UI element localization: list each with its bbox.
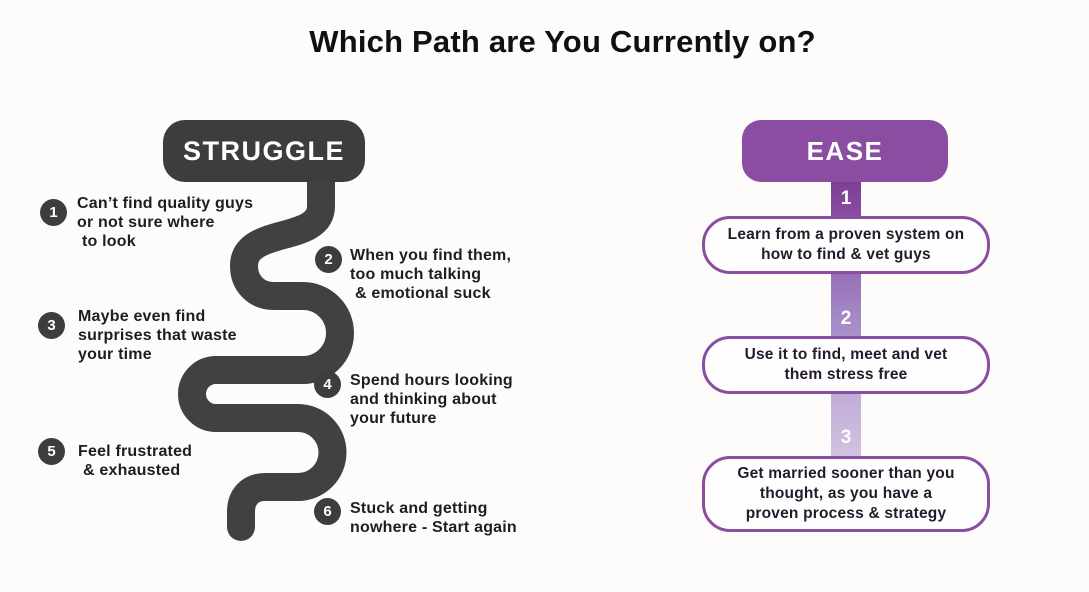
ease-step-3-number: 3	[840, 427, 852, 448]
badge-number: 3	[47, 317, 56, 334]
badge-number: 2	[324, 251, 333, 268]
snake-path	[178, 138, 354, 541]
badge-number: 1	[49, 204, 58, 221]
struggle-item-5-badge: 5	[38, 438, 65, 465]
text-line: Stuck and getting	[350, 500, 488, 517]
text-line: Maybe even find	[78, 308, 206, 325]
page-title: Which Path are You Currently on?	[309, 24, 816, 59]
text-line: & exhausted	[83, 462, 181, 479]
badge-number: 4	[323, 376, 332, 393]
ease-step-3-card: Get married sooner than you thought, as …	[702, 456, 990, 532]
ease-step-2-number: 2	[840, 308, 852, 329]
badge-number: 5	[47, 443, 56, 460]
struggle-item-2-text: When you find them, too much talking & e…	[350, 246, 511, 303]
card-text-line: Get married sooner than you	[737, 465, 955, 482]
ease-step-2-card: Use it to find, meet and vet them stress…	[702, 336, 990, 394]
struggle-header-label: STRUGGLE	[182, 135, 345, 166]
struggle-item-5-text: Feel frustrated & exhausted	[78, 442, 192, 480]
struggle-item-6-text: Stuck and getting nowhere - Start again	[350, 499, 517, 537]
text-line: nowhere - Start again	[350, 519, 517, 536]
text-line: and thinking about	[350, 391, 497, 408]
text-line: or not sure where	[77, 214, 215, 231]
struggle-snake-graphic	[178, 138, 354, 541]
ease-header-label: EASE	[806, 135, 884, 166]
ease-step-1-card: Learn from a proven system on how to fin…	[702, 216, 990, 274]
text-line: Feel frustrated	[78, 443, 193, 460]
struggle-item-1-badge: 1	[40, 199, 67, 226]
struggle-item-4-text: Spend hours looking and thinking about y…	[350, 371, 513, 428]
text-line: When you find them,	[350, 247, 512, 264]
badge-number: 6	[323, 503, 332, 520]
card-text-line: Learn from a proven system on	[727, 226, 965, 243]
card-text-line: how to find & vet guys	[761, 246, 931, 263]
struggle-item-3-badge: 3	[38, 312, 65, 339]
text-line: Can’t find quality guys	[77, 195, 254, 212]
text-line: surprises that waste	[78, 327, 237, 344]
text-line: & emotional suck	[355, 285, 491, 302]
text-line: to look	[82, 233, 136, 250]
struggle-header: STRUGGLE	[163, 120, 365, 182]
struggle-item-4-badge: 4	[314, 371, 341, 398]
struggle-item-6-badge: 6	[314, 498, 341, 525]
struggle-item-3-text: Maybe even find surprises that waste you…	[78, 307, 237, 364]
text-line: Spend hours looking	[350, 372, 513, 389]
card-text-line: them stress free	[784, 366, 908, 383]
ease-header: EASE	[742, 120, 948, 182]
card-text-line: thought, as you have a	[759, 485, 933, 502]
text-line: your future	[350, 410, 437, 427]
card-text-line: Use it to find, meet and vet	[744, 346, 948, 363]
text-line: your time	[78, 346, 152, 363]
card-text-line: proven process & strategy	[745, 505, 947, 522]
text-line: too much talking	[350, 266, 482, 283]
struggle-item-1-text: Can’t find quality guys or not sure wher…	[77, 194, 253, 251]
ease-step-1-number: 1	[840, 188, 852, 209]
struggle-item-2-badge: 2	[315, 246, 342, 273]
